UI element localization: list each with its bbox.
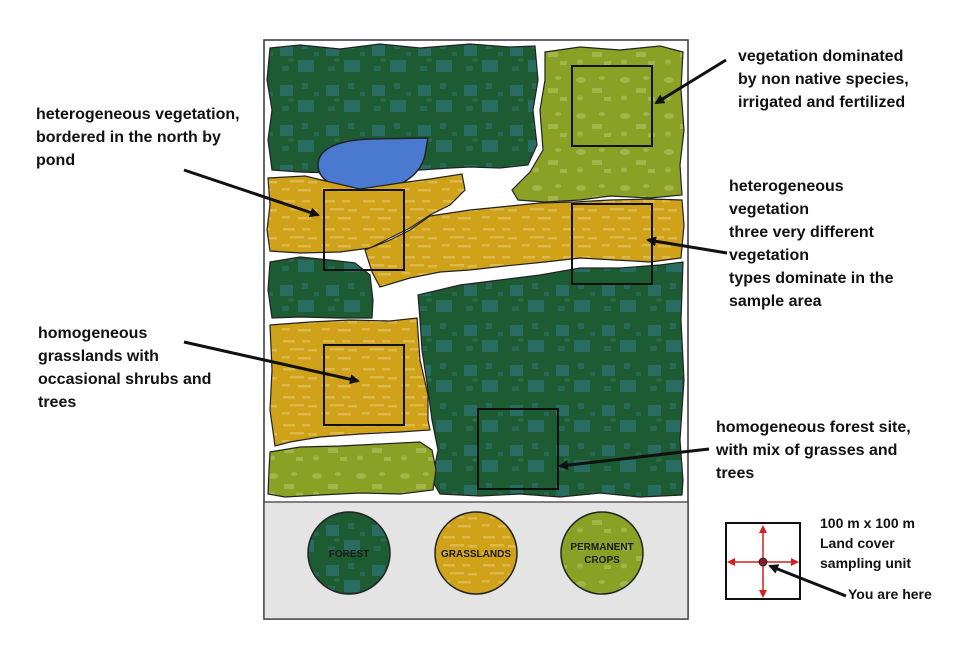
grassland-patch-southwest (269, 317, 431, 447)
sample-square-grassland (323, 344, 405, 426)
annotation-heterogeneous-mixed: heterogeneous vegetation three very diff… (729, 178, 894, 310)
arrow-to-forest-sample (558, 447, 710, 471)
sample-square-pond-edge (323, 189, 405, 271)
crops-patch-northeast (511, 45, 685, 203)
arrow-you-are-here (768, 564, 847, 598)
sampling-unit-title-line3: sampling unit (820, 555, 911, 571)
sample-square-forest (477, 408, 559, 490)
arrow-to-crops-sample (654, 58, 727, 105)
forest-patch-southeast (417, 261, 685, 498)
legend-crops-circle (560, 511, 644, 595)
legend-crops-label-line2: CROPS (584, 555, 620, 566)
forest-patch-west (267, 256, 374, 319)
legend-forest-circle (307, 511, 391, 595)
annotation-non-native-crops: vegetation dominated by non native speci… (738, 48, 909, 111)
annotation-homogeneous-grasslands: homogeneous grasslands with occasional s… (38, 325, 212, 411)
grassland-strip-east (364, 198, 685, 288)
annotation-homogeneous-forest: homogeneous forest site, with mix of gra… (716, 419, 911, 482)
annotation-pond-edge: heterogeneous vegetation, bordered in th… (36, 106, 240, 169)
sampling-unit-title-line2: Land cover (820, 535, 895, 551)
legend-grasslands-circle (434, 511, 518, 595)
arrow-to-grassland-sample (183, 340, 360, 385)
legend-forest-label: FOREST (329, 549, 370, 560)
you-are-here-label: You are here (848, 586, 932, 602)
legend-crops-label-line1: PERMANENT (570, 542, 633, 553)
sampling-unit-center-point (758, 557, 768, 567)
arrow-to-pond-edge-sample (183, 168, 320, 218)
legend-grasslands-label: GRASSLANDS (441, 549, 511, 560)
sample-square-crops (571, 65, 653, 147)
crops-patch-southwest (267, 441, 437, 498)
sampling-unit-title-line1: 100 m x 100 m (820, 515, 915, 531)
forest-patch-northwest (266, 43, 539, 174)
arrow-to-mixed-sample (646, 236, 728, 255)
